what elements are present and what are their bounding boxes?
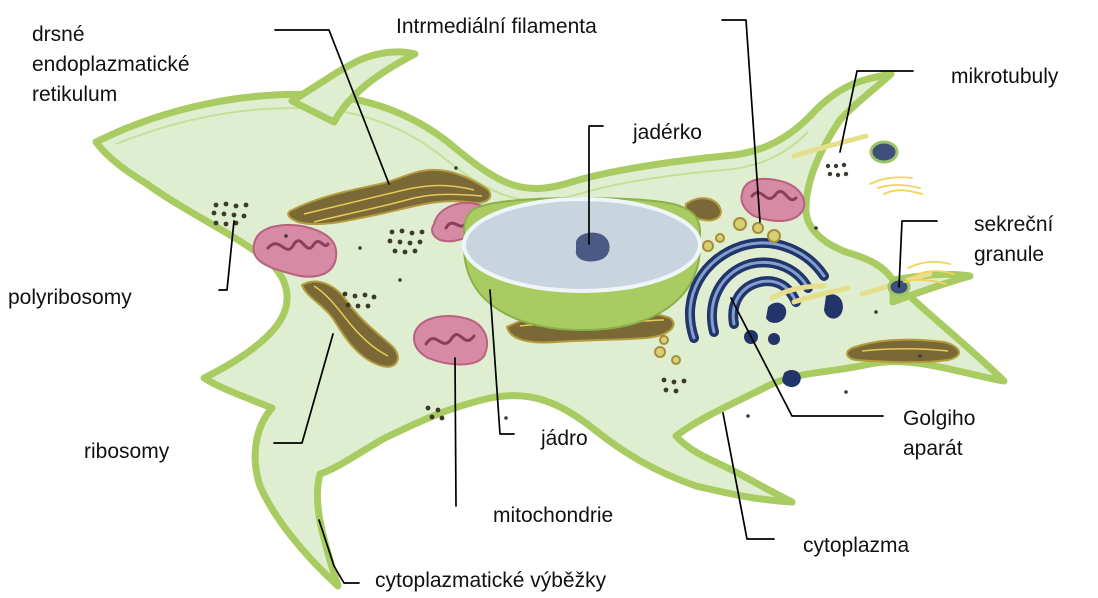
label-golgi-text: Golgiho aparát [903, 404, 1013, 464]
vesicle [768, 230, 780, 242]
leader-line-mitochondria [455, 358, 456, 506]
vesicle [672, 356, 680, 364]
vesicle [703, 241, 713, 251]
label-drsne-line-1: drsné endoplazmatické retikulum [32, 20, 272, 110]
nucleolus-shape [576, 233, 610, 262]
label-ribosomes: ribosomy [84, 437, 169, 467]
vesicle [655, 347, 665, 357]
label-intermediate-filaments: Intrmediální filamenta [396, 12, 597, 42]
label-drsne-endoplasmaticke-retikulum: drsné endoplazmatické retikulum [32, 20, 272, 114]
label-cytoplasm: cytoplazma [803, 531, 909, 561]
vesicle [753, 223, 763, 233]
label-microtubules: mikrotubuly [951, 62, 1058, 92]
vesicle [660, 336, 668, 344]
nucleus-group [464, 198, 700, 330]
label-nucleus: jádro [541, 424, 588, 454]
label-secretory-granule: sekreční granule [974, 210, 1084, 270]
vesicle [716, 234, 724, 242]
secretory-granule-top [871, 142, 897, 162]
label-secretory-granule-text: sekreční granule [974, 210, 1084, 270]
label-cytoplasmic-processes: cytoplazmatické výběžky [375, 566, 606, 596]
label-polyribosomes: polyribosomy [8, 283, 132, 313]
label-golgi-apparatus: Golgiho aparát [903, 404, 1013, 464]
vesicle [734, 218, 746, 230]
mitochondrion-left [253, 225, 336, 277]
filament-fibers-top [870, 177, 922, 194]
golgi-vesicle [782, 370, 801, 387]
label-mitochondria: mitochondrie [493, 501, 613, 531]
label-nucleolus: jadérko [633, 118, 702, 148]
golgi-vesicle [768, 333, 780, 345]
